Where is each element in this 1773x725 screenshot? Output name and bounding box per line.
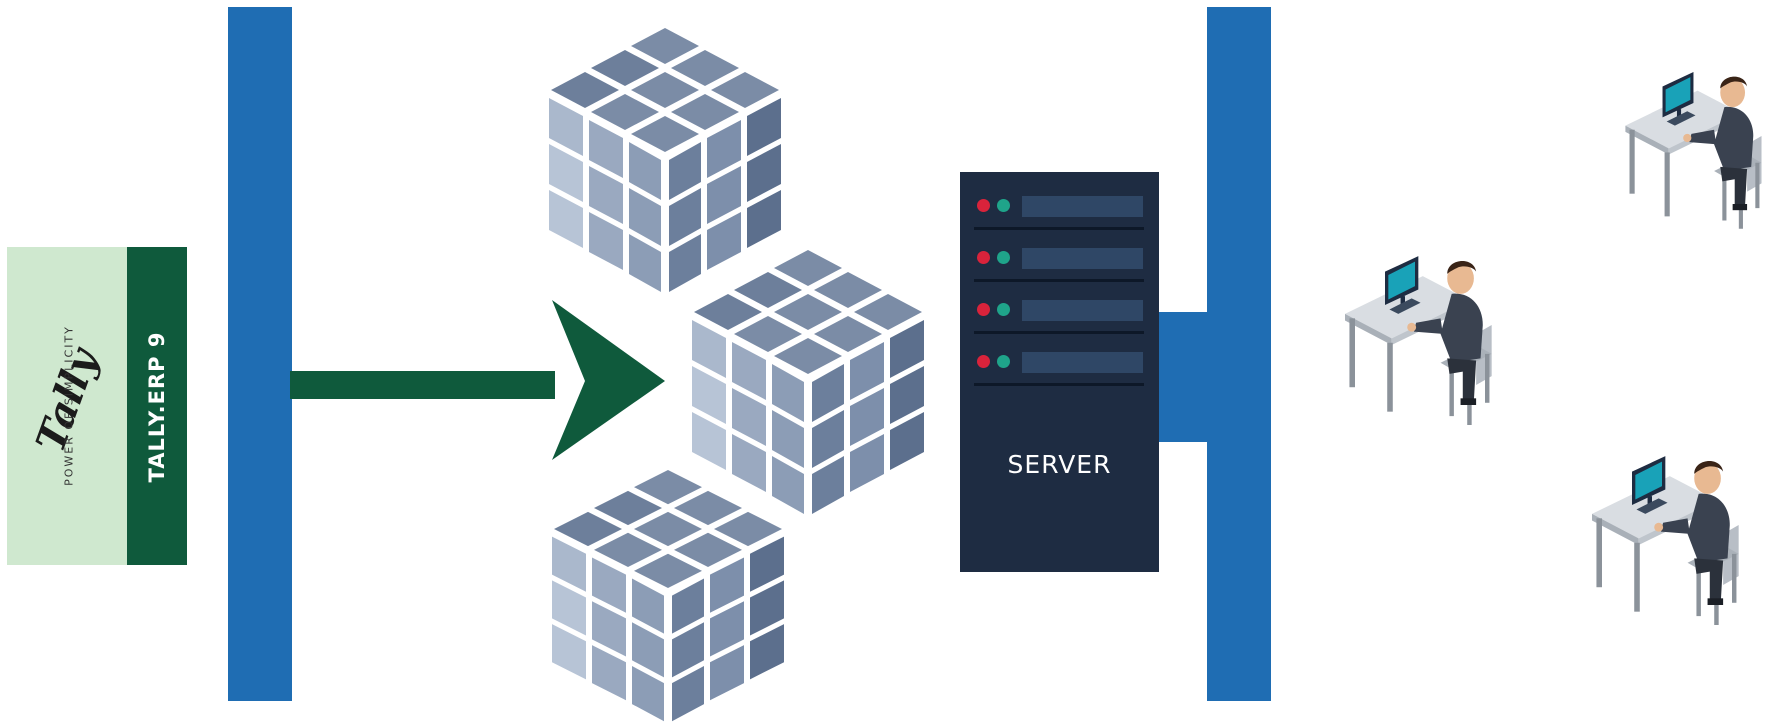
left-bus-bar: [228, 7, 292, 701]
server-connector: [1159, 312, 1209, 442]
tally-erp-box: Tally POWER OF SIMPLICITY TALLY.ERP 9: [7, 247, 187, 565]
server-label: SERVER: [1007, 450, 1112, 479]
server-rack-row: [960, 276, 1159, 334]
server-rack-row: [960, 328, 1159, 386]
data-cube-icon: [552, 470, 784, 722]
tally-product-panel: TALLY.ERP 9: [127, 247, 187, 565]
server-rack-row: [960, 172, 1159, 230]
office-worker-icon: [1345, 256, 1492, 425]
tally-logo-panel: Tally POWER OF SIMPLICITY: [7, 247, 127, 565]
office-worker-icon: [1625, 72, 1762, 229]
arrow-icon: [290, 300, 665, 460]
server-rack-icon: SERVER: [960, 172, 1159, 572]
tally-product-name: TALLY.ERP 9: [145, 331, 169, 483]
right-bus-bar: [1207, 7, 1271, 701]
server-rack-row: [960, 224, 1159, 282]
office-worker-icon: [1592, 456, 1739, 625]
tally-tagline: POWER OF SIMPLICITY: [62, 325, 76, 486]
